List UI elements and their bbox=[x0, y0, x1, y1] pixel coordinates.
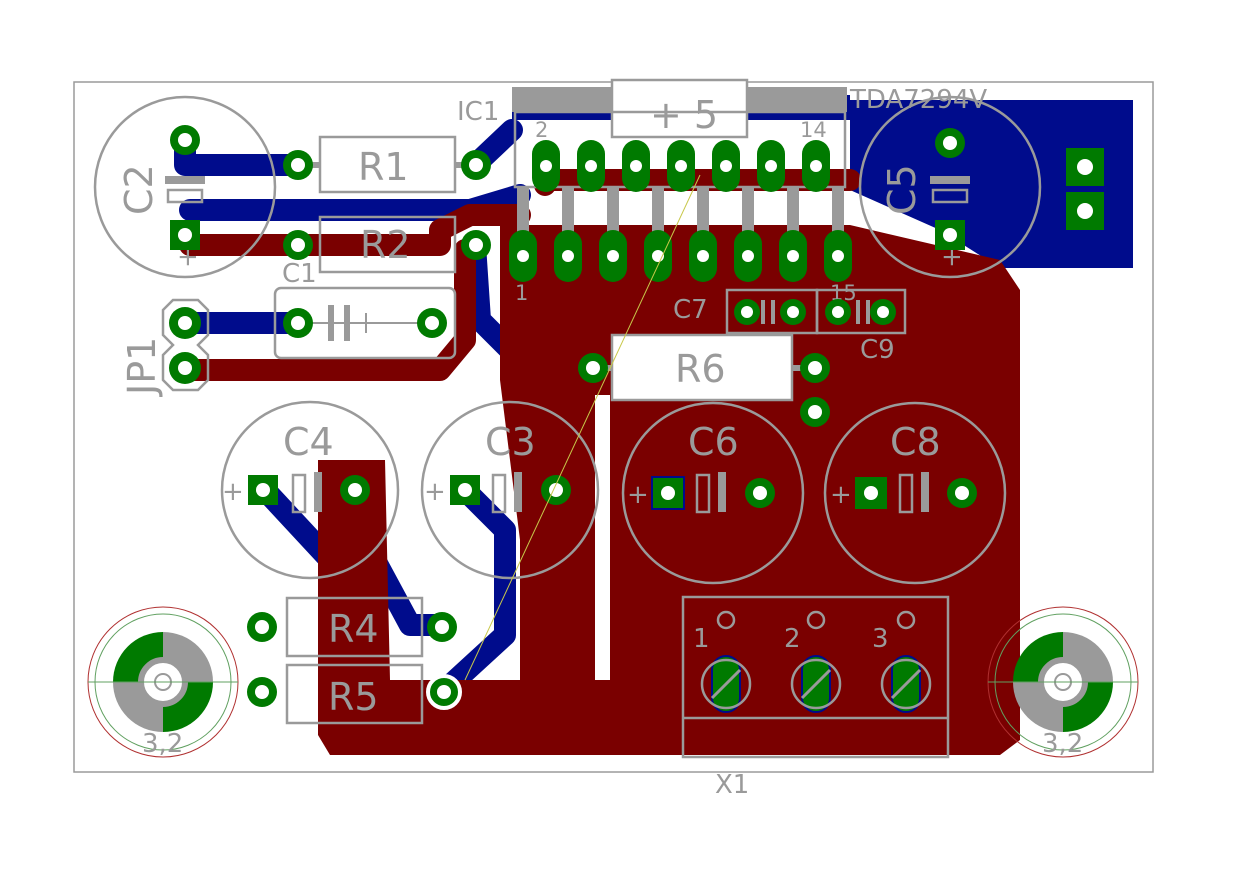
x1-label: X1 bbox=[715, 770, 749, 800]
trace-c3-r5 bbox=[434, 479, 516, 701]
c5-label: C5 bbox=[880, 164, 924, 215]
trace-jp1-bottom bbox=[179, 239, 476, 381]
heatsink-copper-pour bbox=[850, 100, 1133, 268]
c2-capacitor: C2 + bbox=[93, 95, 277, 279]
x1-terminal-block: X1 1 2 3 bbox=[681, 595, 950, 800]
ic1-legs bbox=[517, 187, 844, 232]
trace-r2-ic bbox=[289, 204, 531, 256]
x1-pin1-label: 1 bbox=[693, 624, 710, 654]
c6-label: C6 bbox=[688, 420, 739, 464]
c6-capacitor: C6 + bbox=[621, 401, 805, 585]
x1-pin3-label: 3 bbox=[872, 624, 889, 654]
mounting-hole-left-label: 3,2 bbox=[142, 729, 183, 759]
ic1-tab-outline bbox=[610, 78, 749, 139]
c9-label: C9 bbox=[860, 335, 895, 365]
r2-label: R2 bbox=[360, 223, 411, 267]
ic1-upper-pads bbox=[532, 140, 830, 192]
mounting-hole-right-label: 3,2 bbox=[1042, 729, 1083, 759]
r2-resistor: R2 bbox=[283, 215, 491, 274]
c1-capacitor: C1 bbox=[273, 259, 457, 360]
r1-resistor: R1 bbox=[283, 135, 491, 194]
ic1-inner-label: + 5 bbox=[650, 93, 718, 137]
c2-label: C2 bbox=[117, 164, 161, 215]
r5-resistor: R5 bbox=[247, 663, 462, 725]
c8-capacitor: C8 + bbox=[823, 401, 1007, 585]
x1-pad-1 bbox=[700, 655, 752, 713]
ic1-pin2-label: 2 bbox=[535, 118, 548, 142]
mounting-hole-left: 3,2 bbox=[87, 606, 239, 759]
r1-label: R1 bbox=[358, 145, 409, 189]
c3-capacitor: C3 + bbox=[420, 400, 600, 580]
ic1-lower-pads bbox=[509, 230, 852, 282]
c5-plus-label: + bbox=[937, 246, 967, 268]
c6-plus-label: + bbox=[627, 480, 649, 510]
c1-label: C1 bbox=[282, 259, 317, 289]
r5-label: R5 bbox=[328, 675, 379, 719]
ic1-value-label: TDA7294V bbox=[849, 85, 987, 115]
jp1-jumper: JP1 bbox=[120, 298, 210, 397]
r4-resistor: R4 bbox=[247, 596, 457, 658]
ic1-component: IC1 TDA7294V + 5 2 14 1 15 bbox=[457, 78, 987, 305]
x1-pad-2 bbox=[790, 655, 842, 713]
c8-plus-label: + bbox=[830, 480, 852, 510]
c9-capacitor: C9 bbox=[815, 288, 907, 365]
trace-c2-r1 bbox=[174, 129, 311, 176]
c7-label: C7 bbox=[673, 295, 708, 325]
ic1-pin14-label: 14 bbox=[800, 118, 827, 142]
c8-label: C8 bbox=[890, 420, 941, 464]
c4-plus-label: + bbox=[222, 477, 244, 507]
c5-capacitor: C5 + bbox=[858, 95, 1104, 279]
c2-plus-label: + bbox=[173, 246, 203, 268]
x1-pad-3 bbox=[880, 655, 932, 713]
mounting-hole-right: 3,2 bbox=[987, 606, 1139, 759]
ic1-name-label: IC1 bbox=[457, 97, 499, 127]
x1-pin2-label: 2 bbox=[784, 624, 801, 654]
r6-label: R6 bbox=[675, 347, 726, 391]
pour-gap bbox=[595, 395, 610, 680]
c4-capacitor: C4 + bbox=[220, 400, 400, 580]
r4-label: R4 bbox=[328, 607, 379, 651]
c4-label: C4 bbox=[283, 420, 334, 464]
r6-resistor: R6 bbox=[578, 333, 830, 427]
c3-label: C3 bbox=[485, 420, 536, 464]
jp1-label: JP1 bbox=[120, 337, 164, 397]
ic1-pin1-label: 1 bbox=[515, 281, 528, 305]
c3-plus-label: + bbox=[424, 477, 446, 507]
airwire bbox=[464, 174, 701, 681]
